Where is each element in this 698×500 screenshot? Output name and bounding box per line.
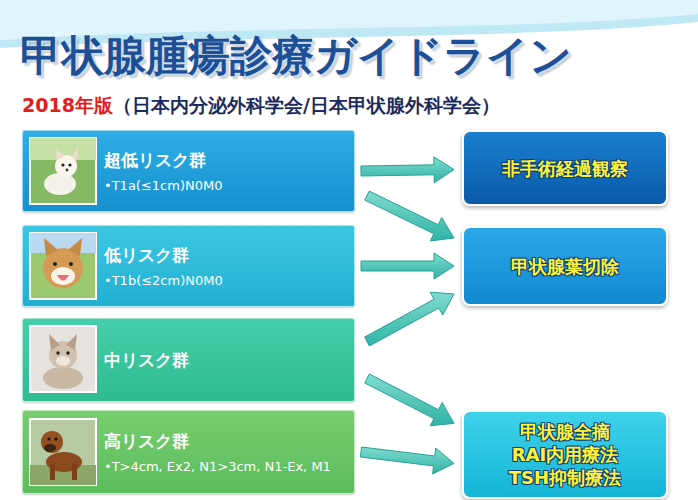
risk-group-box: 中リスク群 bbox=[22, 318, 355, 402]
treatment-text: TSH抑制療法 bbox=[509, 466, 621, 489]
block-arrow bbox=[360, 447, 454, 474]
treatment-text: 非手術経過観察 bbox=[502, 157, 628, 180]
block-arrow bbox=[365, 191, 454, 241]
subtitle: 2018年版（日本内分泌外科学会/日本甲状腺外科学会） bbox=[22, 92, 500, 118]
risk-group-box: 超低リスク群 •T1a(≤1cm)N0M0 bbox=[22, 130, 355, 212]
page-title: 甲状腺腫瘍診療ガイドライン bbox=[20, 28, 572, 84]
dog-photo bbox=[30, 233, 96, 299]
block-arrow bbox=[365, 374, 454, 426]
risk-group-box: 高リスク群 •T>4cm, Ex2, N1>3cm, N1-Ex, M1 bbox=[22, 410, 355, 494]
treatment-text: RAI内用療法 bbox=[512, 443, 619, 466]
treatment-box: 甲状腺全摘RAI内用療法TSH抑制療法 bbox=[462, 410, 668, 499]
tnm-criteria: •T>4cm, Ex2, N1>3cm, N1-Ex, M1 bbox=[104, 458, 344, 476]
tnm-criteria: •T1a(≤1cm)N0M0 bbox=[104, 177, 344, 195]
group-heading: 中リスク群 bbox=[104, 348, 346, 372]
treatment-box: 非手術経過観察 bbox=[462, 130, 668, 206]
block-arrow bbox=[361, 253, 454, 279]
treatment-text: 甲状腺葉切除 bbox=[511, 255, 619, 278]
group-heading: 高リスク群 bbox=[104, 429, 346, 453]
tnm-criteria: •T1b(≤2cm)N0M0 bbox=[104, 272, 344, 290]
group-heading: 低リスク群 bbox=[104, 243, 346, 267]
block-arrow bbox=[365, 292, 454, 346]
treatment-box: 甲状腺葉切除 bbox=[462, 226, 668, 306]
group-heading: 超低リスク群 bbox=[104, 148, 346, 172]
edition-label: 2018年版 bbox=[22, 94, 113, 116]
dog-photo bbox=[30, 138, 96, 204]
block-arrow bbox=[361, 157, 454, 183]
dog-photo bbox=[30, 419, 96, 485]
dog-photo bbox=[30, 326, 96, 392]
risk-group-box: 低リスク群 •T1b(≤2cm)N0M0 bbox=[22, 225, 355, 307]
society-label: （日本内分泌外科学会/日本甲状腺外科学会） bbox=[113, 94, 500, 116]
treatment-text: 甲状腺全摘 bbox=[520, 420, 610, 443]
